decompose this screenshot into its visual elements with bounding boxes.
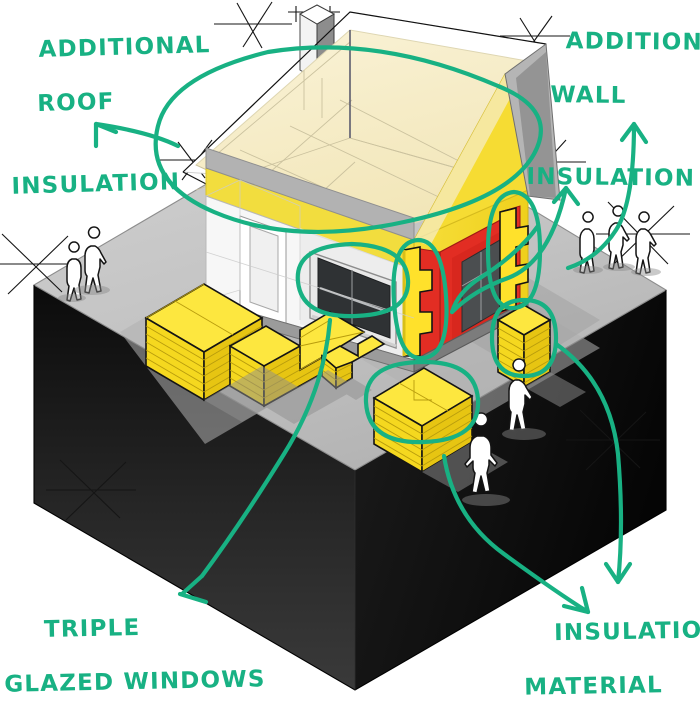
label-windows-line-1: TRIPLE [43, 615, 141, 644]
label-material-line-2: MATERIAL [524, 672, 664, 702]
callout-arrow-wall-a [449, 223, 541, 315]
figure-right-3 [635, 211, 657, 275]
label-wall-line-2: WALL [550, 82, 627, 110]
figure-left-1 [66, 241, 82, 302]
callout-arrow-material-b [553, 341, 624, 585]
wall-insulation-fingers-left [402, 246, 441, 361]
label-wall-line-1: ADDITIONAL [565, 28, 700, 57]
callout-arrowhead-material-b [603, 561, 633, 585]
label-material-line-1: INSULATION [553, 617, 700, 647]
label-wall-line-3: INSULATION [526, 163, 696, 192]
side-gable-insulation-overlay [414, 74, 520, 246]
front-door [239, 215, 287, 327]
label-additional-roof-insulation: ADDITIONAL ROOF INSULATION [1, 5, 217, 255]
figure-left-2 [84, 226, 107, 294]
callout-ellipse-roof [153, 45, 543, 235]
callout-arrow-window [199, 317, 333, 579]
wall-insulation-fingers-right [499, 205, 529, 321]
callout-ellipse-stack-center [363, 359, 481, 445]
crosshair-block-left [0, 233, 76, 295]
crosshair-block-bottom-left [46, 459, 136, 521]
annotation-marks [93, 45, 649, 615]
ground-front-face [34, 285, 355, 690]
callout-arrowhead-window [177, 573, 209, 605]
label-roof-line-1: ADDITIONAL [38, 32, 211, 64]
label-roof-line-2: ROOF [36, 89, 115, 118]
callout-arrowhead-roof [93, 121, 119, 149]
callout-arrow-roof [93, 121, 181, 149]
label-triple-glazed-windows: TRIPLE GLAZED WINDOWS [4, 585, 267, 713]
callout-arrowhead-material-a [561, 585, 591, 615]
label-additional-wall-insulation: ADDITIONAL WALL INSULATION [526, 1, 700, 247]
label-roof-line-3: INSULATION [11, 168, 181, 200]
callout-arrow-wall-c [565, 121, 637, 271]
callout-ellipse-wall-left [391, 237, 449, 361]
insulation-stacks [144, 283, 586, 492]
human-figures [58, 205, 661, 506]
house [181, 4, 561, 373]
label-insulation-material: INSULATION MATERIAL [517, 590, 700, 713]
callout-ellipse-wall-right [485, 189, 543, 311]
callout-arrowhead-wall-b [551, 185, 581, 207]
callout-arrow-wall-b [449, 185, 569, 315]
figure-shadows [58, 263, 661, 506]
callout-arrow-material-a [441, 453, 591, 615]
roof-edge-fascia-shade [516, 52, 556, 198]
crosshair-top-left [214, 1, 292, 49]
ground-right-face [355, 290, 666, 690]
callout-ellipse-stack-right [489, 297, 559, 379]
callout-ellipse-window [295, 241, 411, 319]
callout-arrowhead-wall-c [619, 121, 649, 145]
figure-center-1 [508, 358, 533, 432]
label-windows-line-2: GLAZED WINDOWS [4, 666, 266, 699]
